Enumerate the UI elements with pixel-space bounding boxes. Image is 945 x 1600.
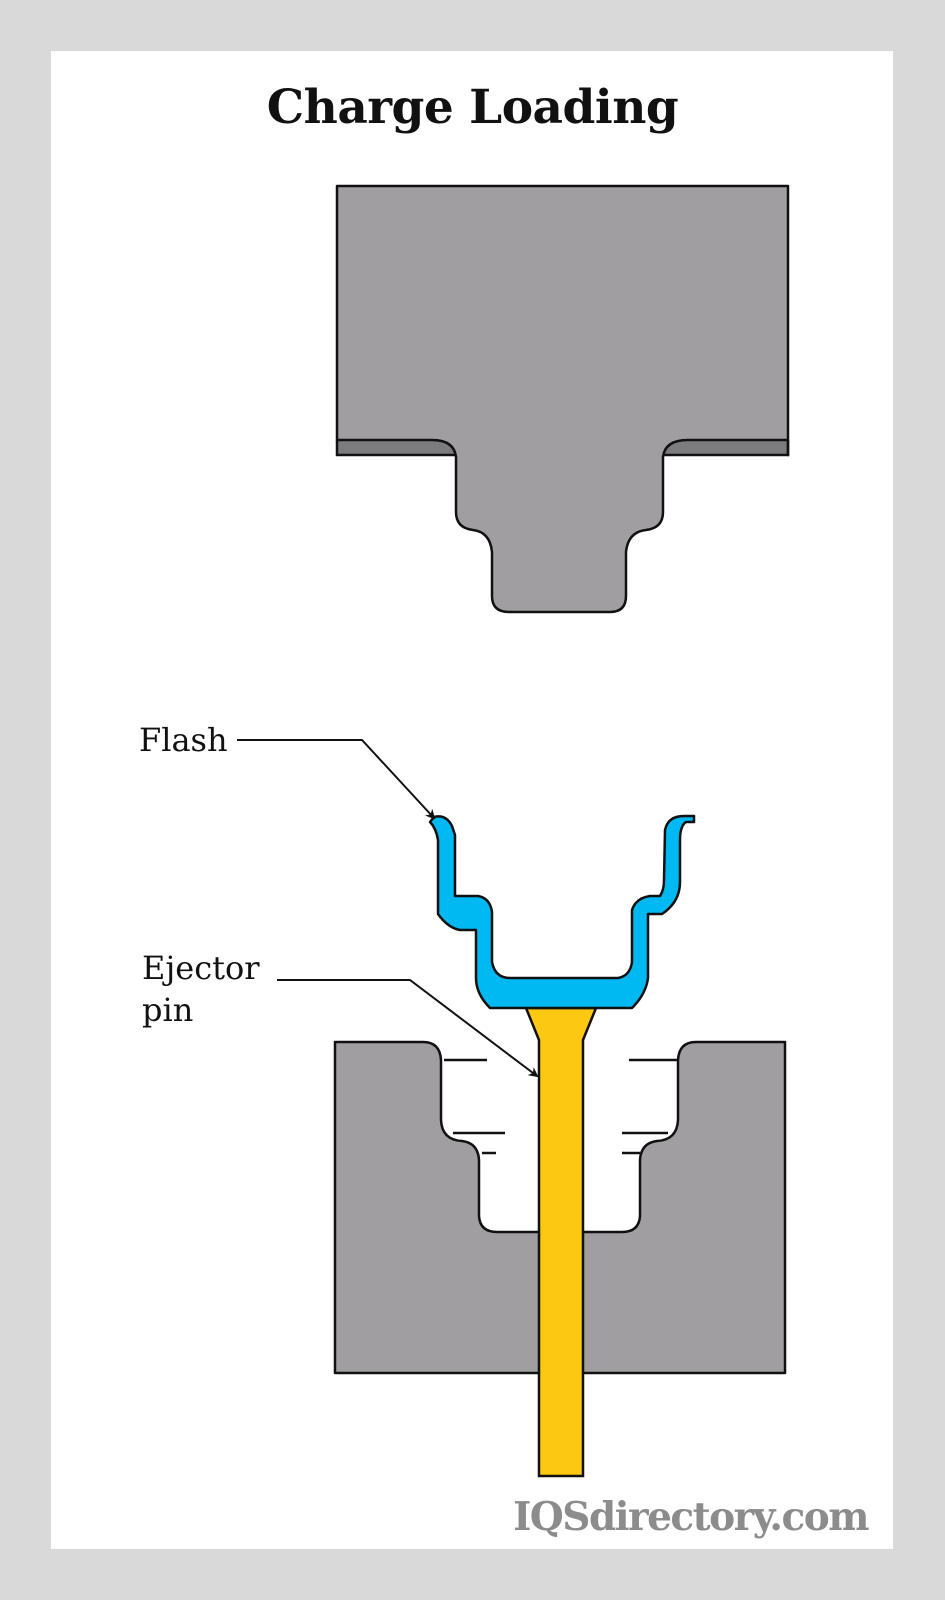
lower-mold-body — [333, 1040, 787, 1375]
ejector-pin-label-line1: Ejector — [142, 949, 260, 987]
lower-mold — [333, 1040, 787, 1375]
upper-mold-shadow-right — [660, 440, 788, 455]
flash-leader-line — [237, 739, 436, 820]
cavity-hatch-marks — [444, 1058, 677, 1155]
ejector-pin-leader-line — [277, 979, 539, 1078]
diagram-title: Charge Loading — [266, 80, 679, 135]
upper-mold-shadow-left — [337, 440, 457, 455]
upper-mold-body — [335, 184, 790, 614]
upper-mold — [335, 184, 790, 614]
watermark: IQSdirectory.com — [513, 1494, 869, 1540]
molded-charge — [428, 814, 696, 1010]
upper-mold-shadow-outline — [335, 440, 790, 457]
ejector-pin-label-line2: pin — [142, 991, 194, 1029]
flash-label: Flash — [139, 721, 228, 759]
